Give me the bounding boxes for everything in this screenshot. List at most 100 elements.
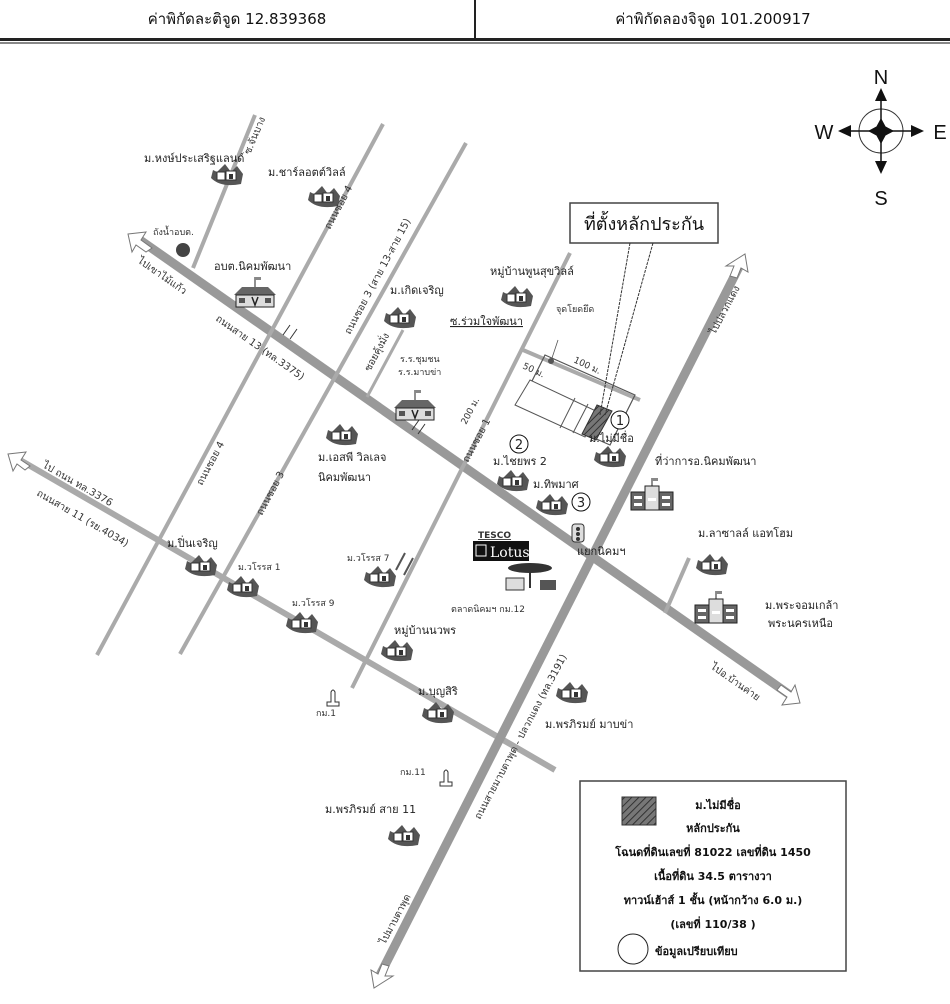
label-dist-200: 200 ม. (460, 396, 482, 426)
house-icon (383, 306, 417, 329)
label-woraroj-1: ม.วโรรส 1 (238, 562, 280, 573)
place-labels: ม.หงษ์ประเสริฐแลนด์ ม.ชาร์ลอตต์วิลล์ ถัง… (144, 152, 838, 816)
label-amphoe-office: ที่ว่าการอ.นิคมพัฒนา (655, 453, 756, 468)
legend-line-6: (เลขที่ 110/38 ) (670, 916, 755, 931)
label-phun-suk: หมู่บ้านพูนสุขวิลล์ (490, 265, 574, 278)
legend-line-5: ทาวน์เฮ้าส์ 1 ชั้น (หน้ากว้าง 6.0 ม.) (624, 892, 803, 907)
south-arrow-icon (875, 161, 887, 174)
label-phonphirom-mapkha: ม.พรภิรมย์ มาบข่า (545, 718, 633, 731)
tesco-label: TESCO (478, 531, 511, 541)
label-charlotte: ม.ชาร์ลอตต์วิลล์ (268, 166, 346, 179)
label-es-village-1: ม.เอสพี วิลเลจ (318, 451, 386, 464)
label-puen-charoen: ม.ปิ่นเจริญ (167, 535, 218, 550)
soi-3 (178, 142, 468, 655)
bridge-mark (282, 324, 298, 340)
compass-west: W (815, 122, 834, 144)
arrow-to-khao-mai-kaeo (127, 231, 153, 254)
soi-chanbang (191, 114, 257, 269)
label-phonphirom-11: ม.พรภิรมย์ สาย 11 (325, 803, 416, 816)
school-icon (393, 389, 437, 421)
house-icon (380, 639, 414, 662)
label-soi-4-upper: ถนนซอย 4 (323, 184, 355, 231)
house-icon (325, 423, 359, 446)
house-icon (387, 824, 421, 847)
longitude-label: ค่าพิกัดลองจิจูด 101.200917 (615, 10, 811, 28)
label-soi-3-lower: ถนนซอย 3 (255, 470, 287, 517)
bridge-mark (411, 419, 426, 435)
latitude-label: ค่าพิกัดละติจูด 12.839368 (0, 0, 476, 38)
label-obt-nikhom: อบต.นิคมพัฒนา (214, 260, 291, 273)
marker-2: 2 (515, 438, 523, 453)
marker-3: 3 (577, 496, 585, 511)
label-woraroj-9: ม.วโรรส 9 (292, 598, 335, 609)
house-icon (695, 553, 729, 576)
label-lasalle: ม.ลาซาลล์ แอทโฮม (698, 526, 793, 540)
house-icon (535, 493, 569, 516)
label-intersection: แยกนิคมฯ (577, 545, 626, 558)
road-13 (137, 236, 793, 699)
map-icons: TESCO Lotus (176, 163, 738, 847)
collateral-callout: ที่ตั้งหลักประกัน (569, 202, 719, 416)
label-kmutnb-2: พระนครเหนือ (768, 617, 833, 630)
traffic-light-icon (571, 523, 585, 543)
soi-4 (95, 123, 385, 656)
legend-line-3: โฉนดที่ดินเลขที่ 81022 เลขที่ดิน 1450 (614, 844, 811, 859)
north-arrow-icon (875, 88, 887, 101)
label-hong-prasert: ม.หงษ์ประเสริฐแลนด์ (144, 152, 244, 165)
market-icon (505, 563, 556, 591)
label-es-village-2: นิคมพัฒนา (318, 471, 371, 484)
label-soi-ruam-jai: ซ.ร่วมใจพัฒนา (450, 315, 523, 328)
soi-khlong (365, 329, 405, 398)
label-mai-mi-chue: ม.ไม่มีชื่อ (589, 430, 634, 445)
km1-post-icon (326, 689, 340, 707)
legend-line-1: ม.ไม่มีชื่อ (695, 797, 741, 812)
road-11 (18, 457, 557, 773)
legend-line-4: เนื้อที่ดิน 34.5 ตารางวา (654, 868, 772, 883)
road-lasalle (663, 557, 691, 614)
callout-title: ที่ตั้งหลักประกัน (584, 211, 704, 235)
legend-hatch-swatch (621, 796, 657, 826)
tesco-lotus-logo: TESCO Lotus (473, 531, 530, 561)
compass-south: S (874, 188, 887, 210)
legend-line-7: ข้อมูลเปรียบเทียบ (655, 945, 738, 959)
header-divider (0, 42, 950, 44)
university-icon (694, 590, 738, 624)
house-icon (555, 681, 589, 704)
house-icon (421, 701, 455, 724)
compass-rose: N S E W (815, 67, 947, 210)
arrow-to-road-3376 (7, 451, 31, 473)
comparison-markers: 1 2 3 (509, 410, 630, 512)
main-road-3191 (375, 262, 745, 978)
house-icon (226, 575, 260, 598)
soi-ruam-jai (522, 348, 641, 402)
property-plot (514, 339, 636, 446)
label-thipmat: ม.ทิพมาศ (533, 478, 579, 491)
legend-box: ม.ไม่มีชื่อ หลักประกัน โฉนดที่ดินเลขที่ … (579, 780, 847, 972)
house-icon (210, 163, 244, 186)
marker-1: 1 (616, 414, 624, 429)
legend-circle-swatch (617, 933, 649, 965)
label-nawaphon: หมู่บ้านนวพร (394, 624, 456, 637)
label-chaiyaphon: ม.ไชยพร 2 (493, 455, 547, 468)
government-office-icon (630, 477, 674, 511)
label-school-2: ร.ร.มาบข่า (398, 368, 441, 378)
obt-office-icon (233, 276, 277, 308)
east-arrow-icon (911, 125, 924, 137)
label-market: ตลาดนิคมฯ กม.12 (451, 604, 525, 615)
arrow-to-pluak-daeng (724, 253, 749, 279)
west-arrow-icon (838, 125, 851, 137)
label-km11: กม.11 (400, 768, 426, 778)
arrow-to-map-ta-phut (370, 963, 395, 989)
roads (7, 114, 801, 989)
label-bunsiri: ม.บุญสิริ (418, 685, 458, 698)
label-reference-point: จุดโยดยึด (556, 304, 594, 315)
bridge-mark (395, 552, 414, 576)
arrow-to-ban-khai (776, 683, 801, 706)
house-icon (593, 445, 627, 468)
label-soi-khlong: ซอยคุ้งมั่ง (360, 330, 392, 373)
location-map: ที่ตั้งหลักประกัน N S E W (7, 67, 947, 989)
label-school-1: ร.ร.ชุมชน (400, 355, 440, 365)
house-icon (500, 285, 534, 308)
label-kmutnb-1: ม.พระจอมเกล้า (765, 599, 838, 612)
lotus-label: Lotus (490, 545, 530, 561)
